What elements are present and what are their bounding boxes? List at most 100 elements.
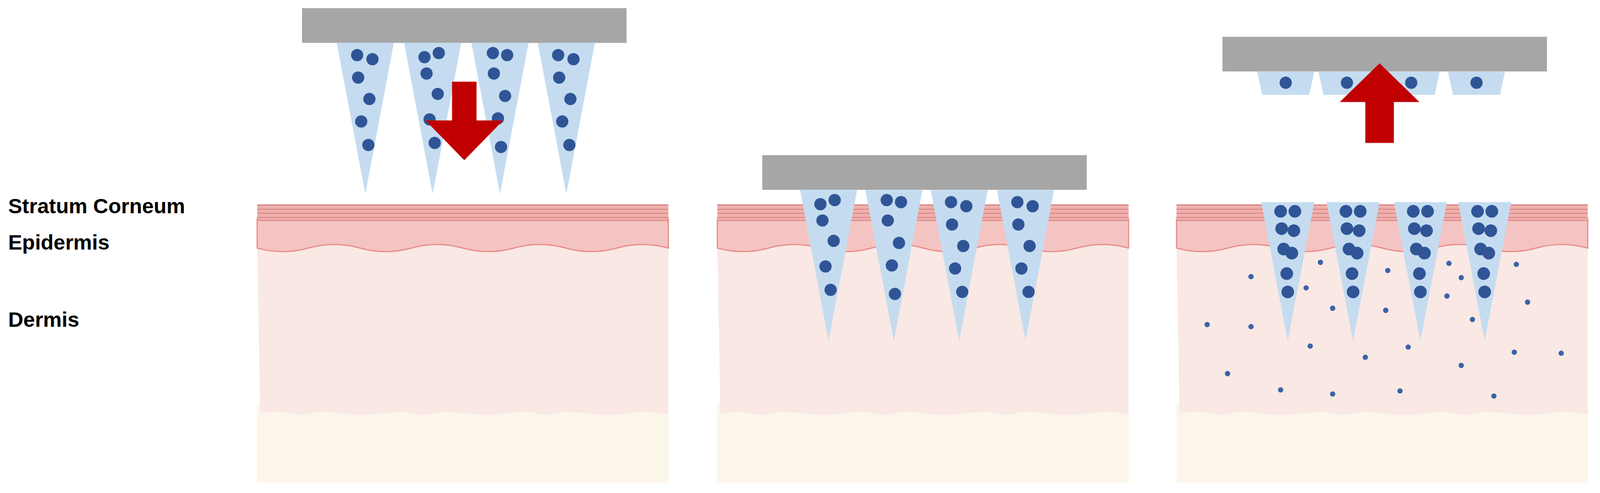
drug-dot xyxy=(1350,246,1364,260)
skin-section xyxy=(1176,203,1588,483)
released-drug-dot xyxy=(1524,299,1530,305)
insert-arrow xyxy=(425,81,504,161)
corneum-line xyxy=(257,219,669,221)
drug-dot xyxy=(1340,222,1354,236)
drug-dot xyxy=(1477,267,1491,281)
drug-dot xyxy=(888,287,901,300)
corneum-line xyxy=(257,204,669,206)
drug-dot xyxy=(564,93,577,106)
drug-dot xyxy=(1407,222,1421,236)
drug-dot xyxy=(881,214,894,227)
drug-dot xyxy=(1478,285,1492,298)
drug-dot xyxy=(885,259,898,272)
epidermis-layer xyxy=(257,218,669,252)
skin-section xyxy=(257,203,669,483)
drug-dot xyxy=(880,193,893,206)
released-drug-dot xyxy=(1558,350,1564,356)
drug-dot xyxy=(567,53,580,66)
drug-dot xyxy=(1012,218,1025,231)
corneum-line xyxy=(1176,204,1588,206)
drug-dot xyxy=(1345,267,1359,281)
drug-dot xyxy=(1353,204,1367,218)
released-drug-dot xyxy=(1405,343,1411,350)
drug-dot xyxy=(432,47,446,60)
released-drug-dot xyxy=(1384,267,1390,273)
released-drug-dot xyxy=(1248,273,1254,280)
released-drug-dot xyxy=(1444,293,1450,299)
drug-dot xyxy=(1406,204,1420,218)
epidermis-layer xyxy=(717,218,1129,252)
microneedle xyxy=(1261,201,1315,341)
drug-dot xyxy=(1482,246,1496,260)
layer-label: Stratum Corneum xyxy=(8,194,185,218)
drug-dot xyxy=(1405,76,1418,89)
drug-dot xyxy=(1285,246,1299,260)
drug-dot xyxy=(500,49,514,62)
released-drug-dot xyxy=(1446,260,1452,266)
needle-body xyxy=(1261,201,1315,341)
drug-dot xyxy=(486,47,499,60)
microneedle xyxy=(471,42,529,194)
released-drug-dot xyxy=(1362,354,1368,360)
stratum-corneum-layer xyxy=(1176,203,1588,221)
drug-dot xyxy=(1022,285,1035,298)
drug-dot xyxy=(418,51,431,64)
drug-dot xyxy=(1413,285,1427,298)
needle-body xyxy=(930,189,988,341)
drug-dot xyxy=(1275,222,1289,236)
released-drug-dot xyxy=(1397,387,1403,393)
drug-dot xyxy=(1340,76,1354,89)
drug-dot xyxy=(563,138,576,151)
needle-body xyxy=(1457,201,1512,341)
remove-arrow xyxy=(1339,63,1420,144)
corneum-line xyxy=(1176,219,1588,221)
needle-body xyxy=(996,189,1055,341)
patch-backing xyxy=(762,154,1087,190)
released-drug-dot xyxy=(1491,392,1497,399)
needle-stub xyxy=(1447,71,1505,96)
drug-dot xyxy=(960,199,973,213)
drug-dot xyxy=(944,195,958,208)
drug-dot xyxy=(428,136,442,149)
microneedle xyxy=(537,42,595,194)
drug-dot xyxy=(1471,204,1484,218)
drug-dot xyxy=(1346,285,1360,298)
needle-body xyxy=(800,189,858,341)
released-drug-dot xyxy=(1458,274,1464,281)
needle-body xyxy=(336,42,394,194)
drug-dot xyxy=(894,195,908,208)
drug-dot xyxy=(555,115,569,128)
drug-dot xyxy=(1280,267,1294,281)
drug-dot xyxy=(892,236,906,249)
drug-dot xyxy=(1011,195,1024,208)
microneedle xyxy=(865,189,923,341)
released-drug-dot xyxy=(1317,259,1324,265)
drug-dot xyxy=(827,234,840,247)
drug-dot xyxy=(1023,239,1036,252)
microneedle xyxy=(1326,201,1380,341)
microneedle xyxy=(1394,201,1448,341)
needle-stub xyxy=(1257,71,1315,96)
drug-dot xyxy=(1412,267,1426,281)
drug-dot xyxy=(1015,262,1028,275)
dermis-layer xyxy=(257,244,669,415)
layer-label: Dermis xyxy=(8,308,80,332)
drug-dot xyxy=(494,140,507,153)
drug-dot xyxy=(552,71,566,84)
drug-dot xyxy=(814,197,827,211)
drug-dot xyxy=(1472,222,1486,236)
dermis-layer xyxy=(717,244,1129,415)
released-drug-dot xyxy=(1248,323,1254,329)
drug-dot xyxy=(1485,204,1499,218)
drug-dot xyxy=(1420,224,1433,238)
released-drug-dot xyxy=(1278,386,1284,392)
corneum-line xyxy=(1176,216,1588,218)
patch-backing xyxy=(1222,36,1547,72)
drug-dot xyxy=(363,93,376,106)
needle-body xyxy=(537,42,595,194)
needle-body xyxy=(1394,201,1448,341)
released-drug-dot xyxy=(1513,261,1519,267)
drug-dot xyxy=(487,67,500,80)
